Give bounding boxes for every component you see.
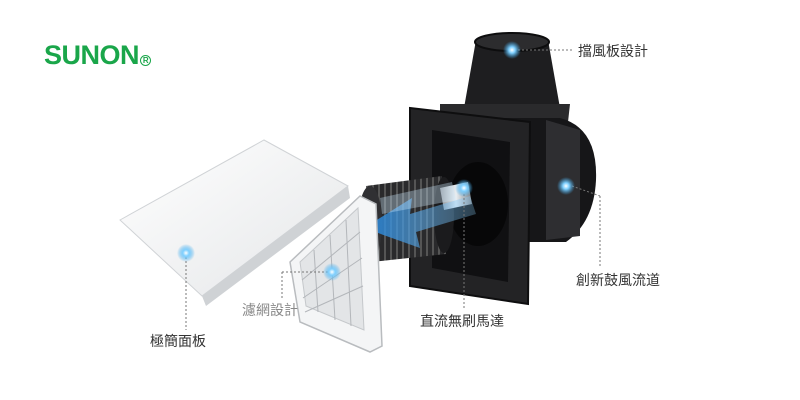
- label-damper: 擋風板設計: [578, 44, 648, 60]
- airflow-arrow: [364, 182, 476, 248]
- hotspots: [177, 41, 575, 281]
- label-panel: 極簡面板: [150, 334, 206, 350]
- hotspot-damper: [503, 41, 521, 59]
- label-motor: 直流無刷馬達: [420, 314, 504, 330]
- brand-name: SUNON: [44, 40, 140, 70]
- front-panel: [119, 139, 350, 306]
- registered-mark: R: [140, 55, 152, 66]
- hotspot-duct: [557, 177, 575, 195]
- label-filter: 濾網設計: [242, 303, 298, 319]
- hotspot-motor: [455, 179, 473, 197]
- hotspot-filter: [323, 263, 341, 281]
- hotspot-panel: [177, 244, 195, 262]
- label-duct: 創新鼓風流道: [576, 273, 660, 289]
